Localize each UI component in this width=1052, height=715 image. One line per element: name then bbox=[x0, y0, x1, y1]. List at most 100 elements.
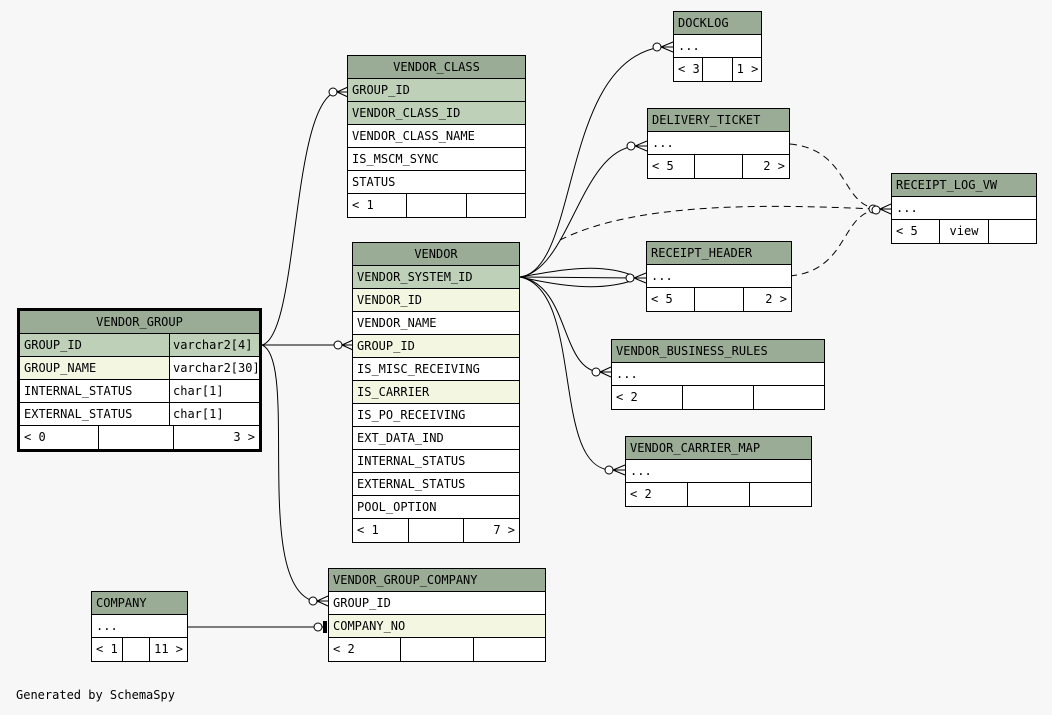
edge-vendor-to-delivery-ticket bbox=[519, 145, 637, 278]
table-title: VENDOR_BUSINESS_RULES bbox=[612, 340, 824, 363]
table-vendor-group-company[interactable]: VENDOR_GROUP_COMPANY GROUP_ID COMPANY_NO… bbox=[328, 568, 546, 662]
column-row: VENDOR_CLASS_NAME bbox=[352, 129, 475, 143]
edge-vendor-to-receipt-header-2 bbox=[519, 276, 635, 279]
parents-count[interactable]: < 2 bbox=[616, 390, 638, 404]
table-vendor-group[interactable]: VENDOR_GROUP GROUP_ID varchar2[4] GROUP_… bbox=[17, 308, 262, 452]
table-title: VENDOR_GROUP bbox=[20, 311, 259, 334]
column-row: GROUP_ID bbox=[357, 339, 415, 353]
table-vendor-carrier-map[interactable]: VENDOR_CARRIER_MAP ... < 2 bbox=[625, 436, 812, 507]
crowsfoot-marker bbox=[633, 272, 647, 284]
table-footer: < 5 2 > bbox=[647, 288, 791, 311]
optional-marker bbox=[313, 622, 323, 632]
crowsfoot-marker bbox=[612, 464, 626, 476]
table-vendor-business-rules[interactable]: VENDOR_BUSINESS_RULES ... < 2 bbox=[611, 339, 825, 410]
generated-by-text: Generated by SchemaSpy bbox=[16, 688, 175, 702]
column-row: VENDOR_ID bbox=[357, 293, 423, 307]
column-name: GROUP_ID bbox=[24, 338, 82, 352]
table-docklog[interactable]: DOCKLOG ... < 3 1 > bbox=[673, 11, 762, 82]
crowsfoot-marker bbox=[336, 86, 349, 98]
parents-count[interactable]: < 5 bbox=[652, 159, 674, 173]
column-row: STATUS bbox=[352, 175, 396, 189]
edge-vendor-to-receipt-header-1 bbox=[519, 267, 635, 278]
table-title: RECEIPT_LOG_VW bbox=[892, 174, 1036, 197]
table-title: RECEIPT_HEADER bbox=[647, 242, 791, 265]
edge-view-delivery-ticket bbox=[789, 143, 879, 210]
edge-vendor-to-docklog bbox=[519, 46, 663, 278]
table-title: DELIVERY_TICKET bbox=[648, 109, 789, 132]
table-footer: < 5 2 > bbox=[648, 155, 789, 178]
crowsfoot-marker bbox=[341, 339, 354, 351]
column-row: POOL_OPTION bbox=[357, 500, 437, 514]
crowsfoot-marker bbox=[879, 203, 892, 215]
column-type: varchar2[30] bbox=[169, 357, 259, 379]
column-row: ... bbox=[651, 269, 673, 283]
column-row: IS_CARRIER bbox=[357, 385, 430, 399]
edge-vendor-group-to-vendor-class bbox=[261, 90, 339, 346]
children-count[interactable]: 11 > bbox=[149, 638, 187, 661]
table-footer: < 1 bbox=[348, 194, 525, 217]
table-footer: < 3 1 > bbox=[674, 58, 761, 81]
optional-marker bbox=[333, 340, 343, 350]
table-vendor[interactable]: VENDOR VENDOR_SYSTEM_ID VENDOR_ID VENDOR… bbox=[352, 242, 520, 543]
table-title: VENDOR_CLASS bbox=[348, 56, 525, 79]
column-row: ... bbox=[616, 367, 638, 381]
children-count[interactable]: 1 > bbox=[731, 58, 761, 81]
optional-marker bbox=[652, 42, 662, 52]
table-footer: < 0 3 > bbox=[20, 426, 259, 449]
table-title: COMPANY bbox=[92, 592, 187, 615]
table-footer: < 5 view bbox=[892, 220, 1036, 243]
optional-marker bbox=[625, 273, 635, 283]
column-row: IS_PO_RECEIVING bbox=[357, 408, 466, 422]
crowsfoot-marker bbox=[634, 140, 648, 152]
one-marker bbox=[323, 621, 327, 633]
column-row: IS_MSCM_SYNC bbox=[352, 152, 439, 166]
table-company[interactable]: COMPANY ... < 1 11 > bbox=[91, 591, 188, 662]
table-receipt-header[interactable]: RECEIPT_HEADER ... < 5 2 > bbox=[646, 241, 792, 312]
optional-marker bbox=[871, 205, 881, 215]
crowsfoot-marker bbox=[660, 41, 674, 53]
table-title: VENDOR_GROUP_COMPANY bbox=[329, 569, 545, 592]
column-row: ... bbox=[630, 464, 652, 478]
optional-marker bbox=[328, 87, 338, 97]
column-row: GROUP_ID bbox=[352, 83, 410, 97]
optional-marker bbox=[308, 596, 318, 606]
parents-count[interactable]: < 1 bbox=[357, 523, 379, 537]
crowsfoot-marker bbox=[599, 366, 612, 378]
column-row: ... bbox=[652, 136, 674, 150]
column-row: EXT_DATA_IND bbox=[357, 431, 444, 445]
optional-marker bbox=[604, 465, 614, 475]
parents-count[interactable]: < 5 bbox=[651, 292, 673, 306]
children-count[interactable]: 2 > bbox=[742, 288, 791, 311]
table-receipt-log-vw[interactable]: RECEIPT_LOG_VW ... < 5 view bbox=[891, 173, 1037, 244]
column-row: VENDOR_NAME bbox=[357, 316, 437, 330]
table-footer: < 1 7 > bbox=[353, 519, 519, 542]
children-count[interactable]: 7 > bbox=[463, 519, 519, 542]
column-row: ... bbox=[96, 619, 118, 633]
parents-count[interactable]: < 5 bbox=[896, 224, 918, 238]
column-type: char[1] bbox=[169, 380, 259, 402]
column-row: EXTERNAL_STATUS bbox=[357, 477, 466, 491]
children-count[interactable]: 2 > bbox=[741, 155, 789, 178]
edge-view-receipt-header bbox=[789, 209, 879, 277]
column-type: char[1] bbox=[169, 403, 259, 425]
column-type: varchar2[4] bbox=[169, 334, 259, 356]
parents-count[interactable]: < 0 bbox=[24, 430, 46, 444]
parents-count[interactable]: < 2 bbox=[333, 642, 355, 656]
edge-vendor-group-to-vgc bbox=[261, 344, 319, 603]
table-title: DOCKLOG bbox=[674, 12, 761, 35]
table-delivery-ticket[interactable]: DELIVERY_TICKET ... < 5 2 > bbox=[647, 108, 790, 179]
children-count[interactable]: 3 > bbox=[173, 426, 259, 449]
table-footer: < 1 11 > bbox=[92, 638, 187, 661]
column-name: INTERNAL_STATUS bbox=[24, 384, 133, 398]
optional-marker bbox=[591, 367, 601, 377]
view-label: view bbox=[939, 220, 987, 243]
table-vendor-class[interactable]: VENDOR_CLASS GROUP_ID VENDOR_CLASS_ID VE… bbox=[347, 55, 526, 218]
parents-count[interactable]: < 2 bbox=[630, 487, 652, 501]
edge-vendor-to-business-rules bbox=[519, 276, 601, 373]
column-row: GROUP_ID bbox=[333, 596, 391, 610]
table-footer: < 2 bbox=[612, 386, 824, 409]
parents-count[interactable]: < 1 bbox=[352, 198, 374, 212]
parents-count[interactable]: < 3 bbox=[678, 62, 700, 76]
parents-count[interactable]: < 1 bbox=[96, 642, 118, 656]
